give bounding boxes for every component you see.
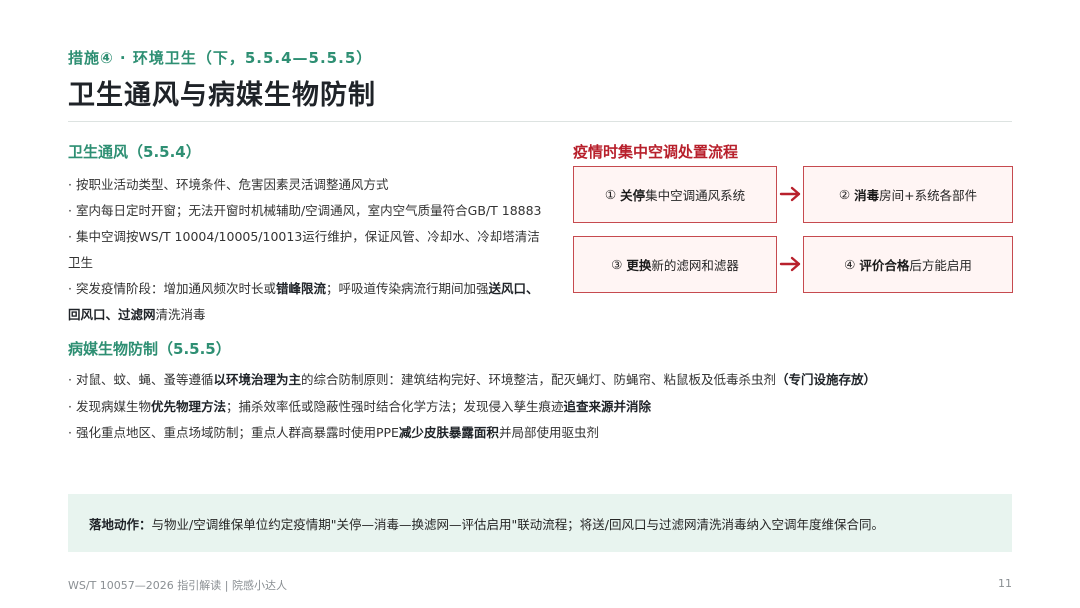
flow-step-evaluate: ④ 评价合格后方能启用 <box>803 236 1013 293</box>
list-item: · 对鼠、蚊、蝇、蚤等遵循以环境治理为主的综合防制原则：建筑结构完好、环境整洁，… <box>68 372 876 387</box>
list-item: · 强化重点地区、重点场域防制；重点人群高暴露时使用PPE减少皮肤暴露面积并局部… <box>68 425 599 440</box>
section-kicker: 措施④ · 环境卫生（下，5.5.4—5.5.5） <box>68 49 373 67</box>
action-text: 与物业/空调维保单位约定疫情期"关停—消毒—换滤网—评估启用"联动流程；将送/回… <box>151 516 884 532</box>
arrow-right-icon <box>779 256 801 272</box>
list-item: · 发现病媒生物优先物理方法；捕杀效率低或隐蔽性强时结合化学方法；发现侵入孳生痕… <box>68 398 651 414</box>
flow-title: 疫情时集中空调处置流程 <box>573 143 739 161</box>
ventilation-list: · 按职业活动类型、环境条件、危害因素灵活调整通风方式 · 室内每日定时开窗；无… <box>68 172 548 328</box>
flow-step-replace-filter: ③ 更换新的滤网和滤器 <box>573 236 777 293</box>
vector-control-list: · 对鼠、蚊、蝇、蚤等遵循以环境治理为主的综合防制原则：建筑结构完好、环境整洁，… <box>68 367 1012 447</box>
list-item: · 按职业活动类型、环境条件、危害因素灵活调整通风方式 <box>68 177 389 192</box>
page-number: 11 <box>998 577 1012 590</box>
flow-step-disinfect: ② 消毒房间+系统各部件 <box>803 166 1013 223</box>
page-title: 卫生通风与病媒生物防制 <box>68 80 376 111</box>
arrow-right-icon <box>779 186 801 202</box>
list-item: · 集中空调按WS/T 10004/10005/10013运行维护，保证风管、冷… <box>68 229 540 270</box>
list-item: · 突发疫情阶段：增加通风频次时长或错峰限流；呼吸道传染病流行期间加强送风口、回… <box>68 281 539 322</box>
action-callout: 落地动作：与物业/空调维保单位约定疫情期"关停—消毒—换滤网—评估启用"联动流程… <box>68 494 1012 552</box>
action-label: 落地动作： <box>89 516 152 532</box>
footer-source: WS/T 10057—2026 指引解读 | 院感小达人 <box>68 579 287 592</box>
ventilation-heading: 卫生通风（5.5.4） <box>68 143 201 161</box>
flow-step-shutdown: ① 关停集中空调通风系统 <box>573 166 777 223</box>
list-item: · 室内每日定时开窗；无法开窗时机械辅助/空调通风，室内空气质量符合GB/T 1… <box>68 203 542 218</box>
title-divider <box>68 121 1012 122</box>
vector-control-heading: 病媒生物防制（5.5.5） <box>68 340 231 358</box>
